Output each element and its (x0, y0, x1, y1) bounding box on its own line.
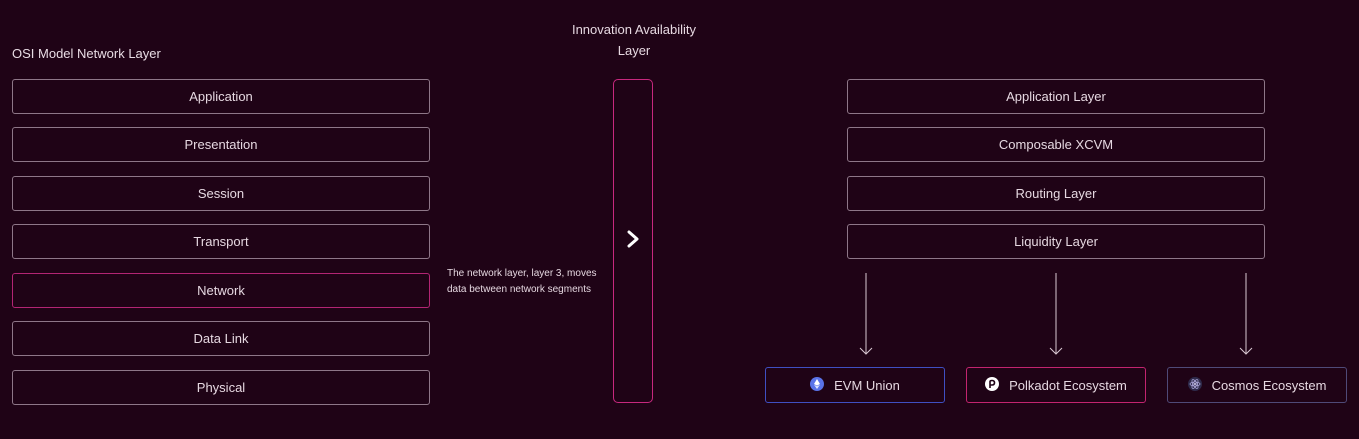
osi-layer-data-link: Data Link (12, 321, 430, 356)
osi-layer-network[interactable]: Network (12, 273, 430, 308)
osi-title: OSI Model Network Layer (12, 46, 161, 61)
ecosystem-label: Cosmos Ecosystem (1211, 377, 1327, 393)
osi-layer-label: Transport (193, 234, 249, 249)
osi-layer-label: Presentation (184, 137, 258, 152)
polkadot-icon (985, 376, 1000, 394)
stack-layer-routing: Routing Layer (847, 176, 1265, 211)
cosmos-icon (1187, 376, 1202, 394)
osi-layer-physical: Physical (12, 370, 430, 405)
stack-layer-composable-xcvm: Composable XCVM (847, 127, 1265, 162)
chevron-right-icon (626, 229, 640, 254)
osi-layer-presentation: Presentation (12, 127, 430, 162)
ecosystem-polkadot[interactable]: Polkadot Ecosystem (966, 367, 1146, 403)
ecosystem-label: Polkadot Ecosystem (1009, 377, 1127, 393)
osi-layer-label: Network (197, 283, 245, 298)
osi-layer-application: Application (12, 79, 430, 114)
stack-layer-label: Liquidity Layer (1014, 234, 1098, 249)
arrowhead-cosmos (1239, 347, 1253, 355)
osi-layer-label: Application (189, 89, 253, 104)
stack-layer-label: Composable XCVM (998, 137, 1114, 152)
stack-layer-application: Application Layer (847, 79, 1265, 114)
stack-layer-label: Routing Layer (1015, 186, 1097, 201)
innovation-bar[interactable] (613, 79, 653, 403)
ethereum-icon (810, 376, 825, 394)
arrowhead-evm (859, 347, 873, 355)
osi-layer-transport: Transport (12, 224, 430, 259)
stack-layer-label: Application Layer (1006, 89, 1106, 104)
ecosystem-evm-union[interactable]: EVM Union (765, 367, 945, 403)
arrowhead-polkadot (1049, 347, 1063, 355)
stack-layer-liquidity: Liquidity Layer (847, 224, 1265, 259)
osi-layer-label: Session (197, 186, 245, 201)
osi-layer-session: Session (12, 176, 430, 211)
ecosystem-label: EVM Union (834, 377, 900, 393)
ecosystem-cosmos[interactable]: Cosmos Ecosystem (1167, 367, 1347, 403)
innovation-title: Innovation Availability Layer (571, 22, 697, 58)
network-layer-note: The network layer, layer 3, moves data b… (447, 268, 597, 295)
osi-layer-label: Physical (196, 380, 246, 395)
osi-layer-label: Data Link (193, 331, 249, 346)
